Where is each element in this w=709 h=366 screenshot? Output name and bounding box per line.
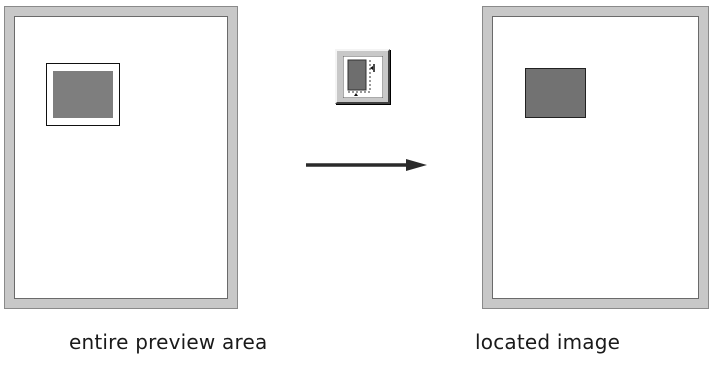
locate-image-icon	[343, 56, 383, 98]
selection-marquee	[46, 63, 120, 126]
located-image	[525, 68, 586, 118]
preview-page	[492, 16, 699, 299]
preview-image-thumbnail	[53, 71, 113, 118]
right-arrow-icon	[306, 159, 427, 171]
preview-window-before	[4, 6, 238, 309]
caption-entire-preview-area: entire preview area	[69, 330, 268, 354]
locate-image-button[interactable]	[335, 49, 390, 104]
preview-page	[14, 16, 228, 299]
preview-window-after	[482, 6, 709, 309]
caption-located-image: located image	[475, 330, 621, 354]
